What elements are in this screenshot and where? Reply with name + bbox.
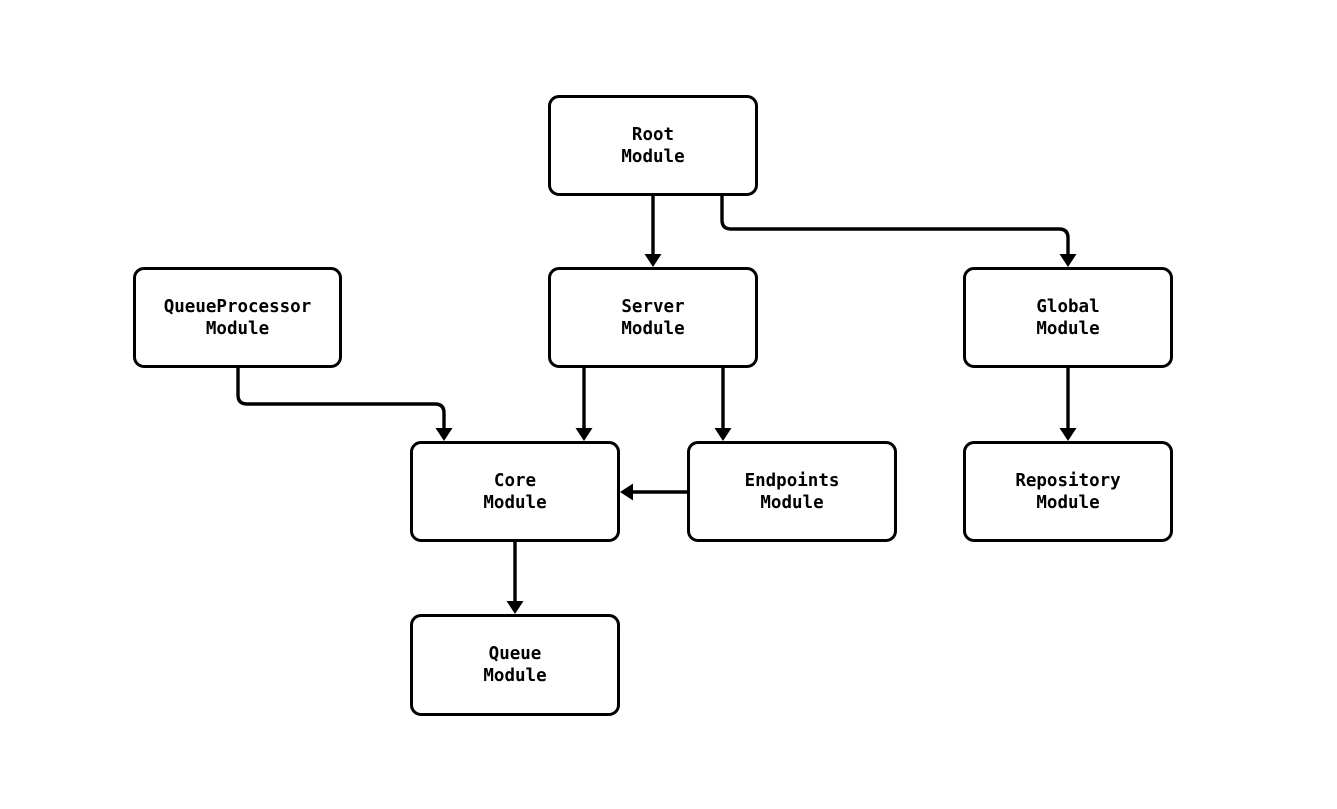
edge-core-to-queue	[506, 542, 524, 614]
node-label-primary: Core	[493, 470, 537, 491]
edge-server-to-endpoints	[714, 368, 732, 441]
node-label-primary: Repository	[1015, 470, 1121, 491]
arrowhead-icon	[506, 601, 524, 614]
edge-root-to-global	[720, 196, 1077, 267]
node-label-secondary: Module	[1036, 318, 1100, 339]
node-label-secondary: Module	[205, 318, 270, 339]
arrowhead-icon	[435, 428, 453, 441]
edge-server-to-core	[575, 368, 593, 441]
edge-endpoints-to-core	[620, 483, 687, 501]
node-label-primary: QueueProcessor	[163, 296, 312, 317]
arrowhead-icon	[644, 254, 662, 267]
arrowhead-icon	[1059, 254, 1077, 267]
node-label-secondary: Module	[621, 146, 685, 167]
node-label-secondary: Module	[621, 318, 685, 339]
node-label-secondary: Module	[483, 492, 547, 513]
node-label-primary: Root	[631, 124, 675, 145]
arrowhead-icon	[1059, 428, 1077, 441]
arrowhead-icon	[575, 428, 593, 441]
node-label-secondary: Module	[1036, 492, 1100, 513]
node-label-primary: Server	[621, 296, 685, 317]
arrowhead-icon	[620, 483, 633, 501]
node-label-primary: Queue	[488, 644, 542, 664]
node-label-secondary: Module	[483, 666, 547, 686]
node-label-primary: Endpoints	[744, 470, 840, 491]
edge-queueprocessor-to-core	[236, 368, 453, 441]
node-label-primary: Global	[1036, 296, 1100, 317]
node-label-secondary: Module	[760, 492, 824, 513]
edge-root-to-server	[644, 196, 662, 267]
arrowhead-icon	[714, 428, 732, 441]
edge-global-to-repository	[1059, 368, 1077, 441]
